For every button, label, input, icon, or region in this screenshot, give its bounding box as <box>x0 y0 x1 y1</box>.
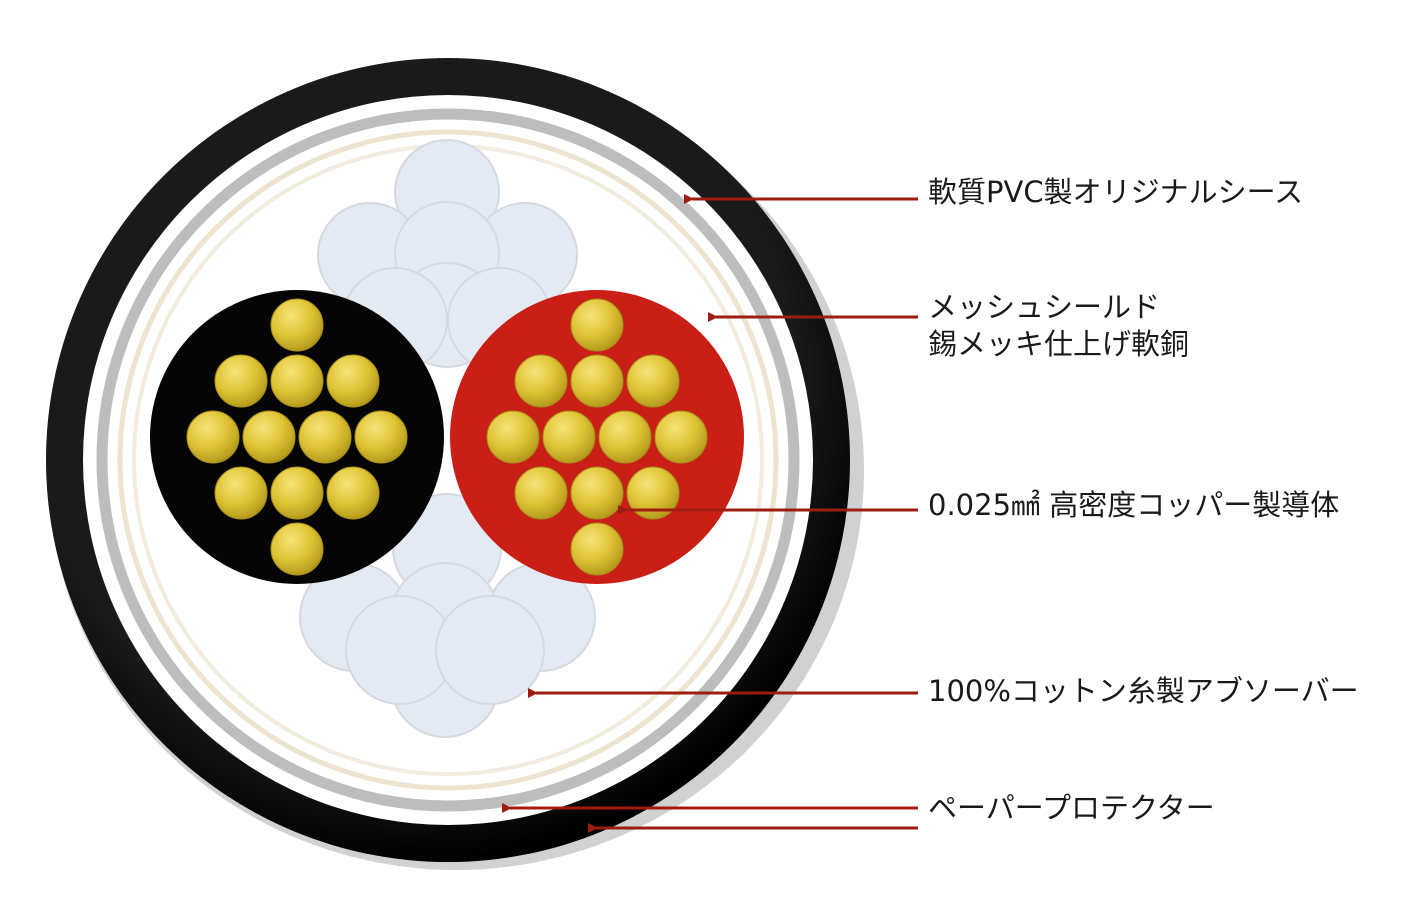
black-conductor-strands <box>186 298 408 576</box>
cotton-absorber-top <box>317 139 578 373</box>
copper-strand <box>270 466 324 520</box>
copper-strand <box>570 298 624 352</box>
copper-strand <box>354 410 408 464</box>
copper-strand <box>570 522 624 576</box>
copper-strand <box>270 298 324 352</box>
copper-strand <box>598 410 652 464</box>
label-shield-line2: 錫メッキ仕上げ軟銅 <box>928 327 1189 361</box>
copper-strand <box>326 466 380 520</box>
copper-strand <box>654 410 708 464</box>
cotton-fiber-circle <box>435 595 545 705</box>
copper-strand <box>514 466 568 520</box>
copper-strand <box>186 410 240 464</box>
cotton-absorber-bottom <box>299 493 596 738</box>
copper-strand <box>570 466 624 520</box>
copper-strand <box>270 522 324 576</box>
paper-protector-ring <box>83 95 813 825</box>
copper-strand <box>242 410 296 464</box>
copper-strand <box>542 410 596 464</box>
red-conductor-strands <box>486 298 708 576</box>
label-shield-line1: メッシュシールド <box>928 290 1160 324</box>
copper-strand <box>214 354 268 408</box>
copper-strand <box>326 354 380 408</box>
label-conductor: 0.025㎟ 高密度コッパー製導体 <box>928 488 1339 522</box>
copper-strand <box>570 354 624 408</box>
copper-strand <box>214 466 268 520</box>
label-sheath: 軟質PVC製オリジナルシース <box>928 175 1303 209</box>
copper-strand <box>514 354 568 408</box>
callout-arrows <box>502 194 918 833</box>
label-paper: ペーパープロテクター <box>928 791 1215 825</box>
copper-strand <box>626 466 680 520</box>
copper-strand <box>298 410 352 464</box>
copper-strand <box>626 354 680 408</box>
copper-strand <box>270 354 324 408</box>
label-absorber: 100%コットン糸製アブソーバー <box>928 674 1359 708</box>
copper-strand <box>486 410 540 464</box>
mesh-shield-ring <box>96 108 800 812</box>
paper-inner-ring-outer <box>117 129 779 791</box>
